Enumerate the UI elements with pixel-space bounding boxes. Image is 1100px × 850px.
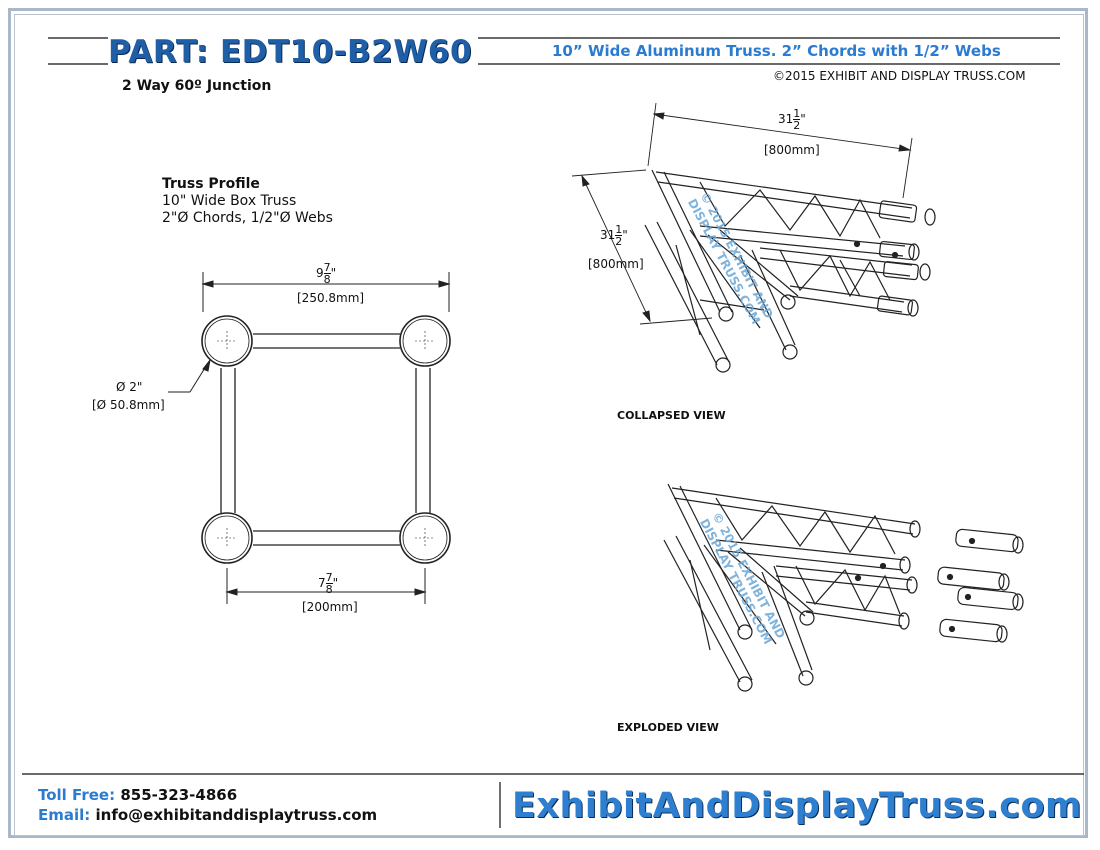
- profile-line-1: 10" Wide Box Truss: [162, 193, 297, 209]
- outer-frame: [8, 8, 1088, 838]
- dim-chord-diameter: Ø 2": [116, 380, 143, 394]
- chord-top-right: [399, 315, 451, 367]
- toll-free-line: Toll Free: 855-323-4866: [38, 786, 237, 804]
- profile-line-2: 2"Ø Chords, 1/2"Ø Webs: [162, 210, 333, 226]
- exploded-truss: [663, 483, 921, 692]
- footer-rules: [22, 773, 1084, 828]
- dim-chord-diameter-mm: [Ø 50.8mm]: [92, 398, 165, 412]
- header-rules: [48, 37, 1060, 65]
- email-line: Email: info@exhibitanddisplaytruss.com: [38, 806, 377, 824]
- email-link[interactable]: info@exhibitanddisplaytruss.com: [95, 806, 378, 824]
- truss-profile-drawing: [201, 315, 451, 564]
- profile-title: Truss Profile: [162, 176, 260, 192]
- chord-bottom-left: [201, 512, 253, 564]
- collapsed-view-drawing: [571, 102, 936, 373]
- collapsed-dimension-lines: [571, 102, 913, 325]
- dim-bottom-width-mm: [200mm]: [302, 600, 358, 614]
- profile-dimensions: [168, 272, 451, 604]
- connector-pin-3: [957, 586, 1019, 611]
- collapsed-view-label: COLLAPSED VIEW: [617, 409, 726, 422]
- profile-webs: [220, 333, 431, 546]
- chord-top-left: [201, 315, 253, 367]
- collapsed-leg-horizontal: [655, 171, 936, 317]
- website-link[interactable]: ExhibitAndDisplayTruss.com: [512, 786, 1082, 826]
- toll-free-label: Toll Free:: [38, 786, 116, 804]
- junction-type: 2 Way 60º Junction: [122, 78, 272, 94]
- profile-chords: [201, 315, 451, 564]
- dim-top-width-mm: [250.8mm]: [297, 291, 365, 305]
- part-title: PART: EDT10-B2W60: [108, 34, 473, 70]
- connector-pin-4: [939, 618, 1003, 643]
- exploded-view-drawing: [663, 483, 1024, 692]
- connector-pin-1: [955, 528, 1019, 553]
- chord-bottom-right: [399, 512, 451, 564]
- dim-leg-diagonal-mm: [800mm]: [588, 257, 644, 271]
- exploded-view-label: EXPLODED VIEW: [617, 721, 719, 734]
- part-subtitle: 10” Wide Aluminum Truss. 2” Chords with …: [552, 42, 1001, 60]
- copyright-notice: ©2015 EXHIBIT AND DISPLAY TRUSS.COM: [773, 69, 1026, 83]
- collapsed-leg-diagonal: [644, 169, 799, 373]
- email-label: Email:: [38, 806, 91, 824]
- dim-leg-horizontal-mm: [800mm]: [764, 143, 820, 157]
- connector-pin-2: [937, 566, 1005, 591]
- exploded-connectors: [937, 528, 1024, 643]
- inner-frame: [14, 14, 1084, 836]
- toll-free-number[interactable]: 855-323-4866: [120, 786, 238, 804]
